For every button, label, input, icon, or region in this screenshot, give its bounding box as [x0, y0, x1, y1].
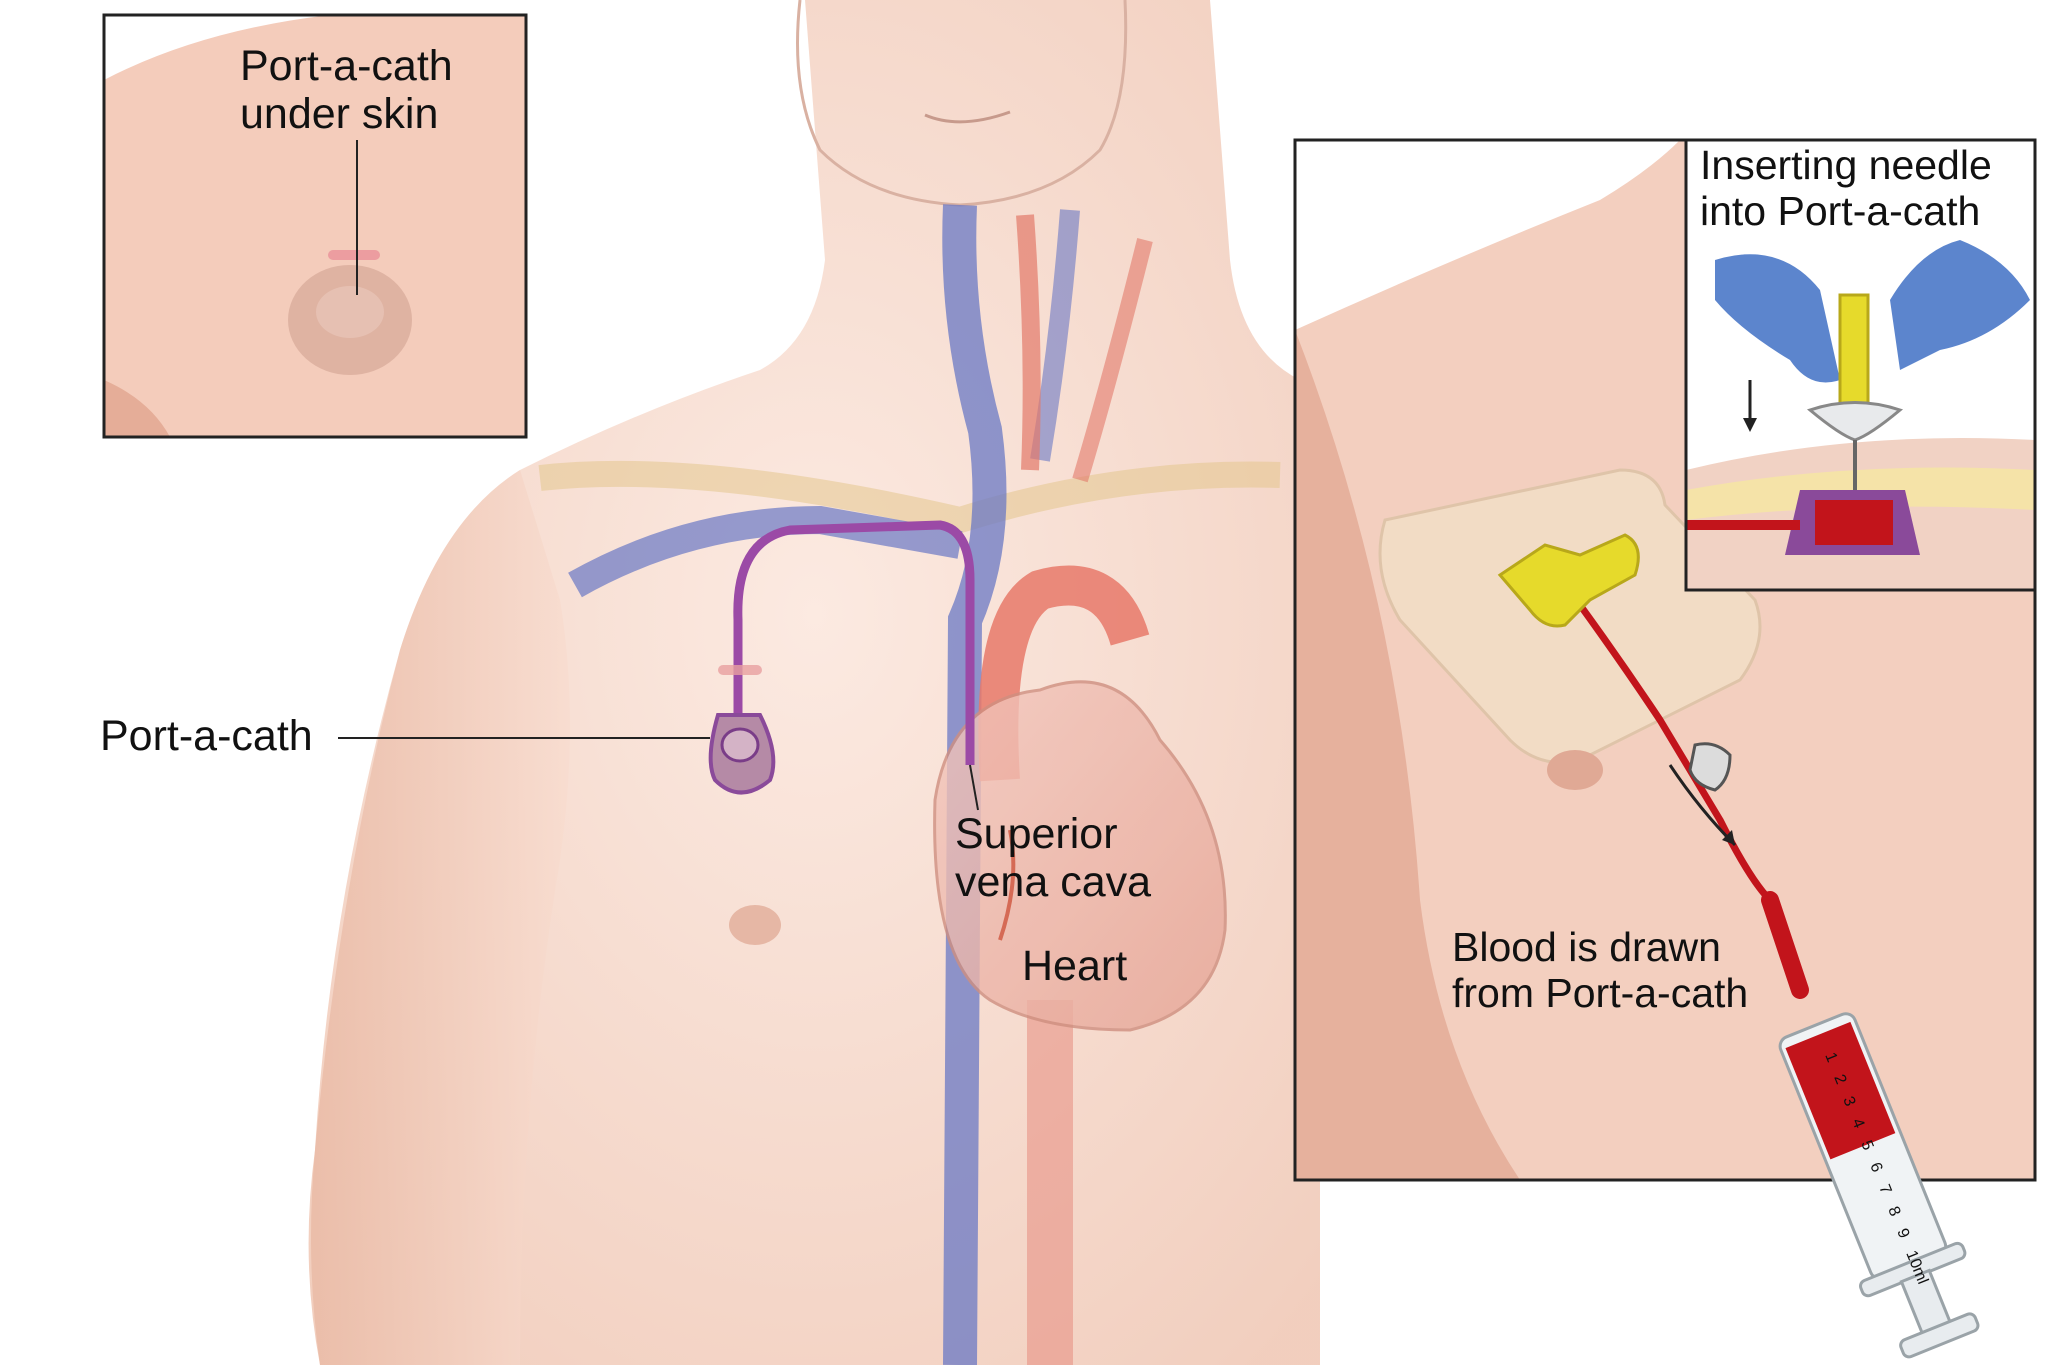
label-blood-drawn: Blood is drawn from Port-a-cath	[1452, 924, 1749, 1016]
label-inserting-needle: Inserting needle into Port-a-cath	[1700, 142, 1992, 234]
label-superior-vena-cava: Superior vena cava	[955, 810, 1152, 906]
label-port-a-cath: Port-a-cath	[100, 712, 313, 760]
label-heart: Heart	[1022, 942, 1128, 990]
inset-port-under-skin	[102, 13, 528, 439]
torso	[308, 0, 1321, 1365]
label-port-under-skin: Port-a-cath under skin	[240, 42, 453, 138]
butterfly-needle	[1497, 533, 1640, 628]
port-device	[708, 713, 776, 795]
inset-needle-insertion	[1684, 138, 2037, 592]
svc-leader-line	[969, 764, 979, 811]
